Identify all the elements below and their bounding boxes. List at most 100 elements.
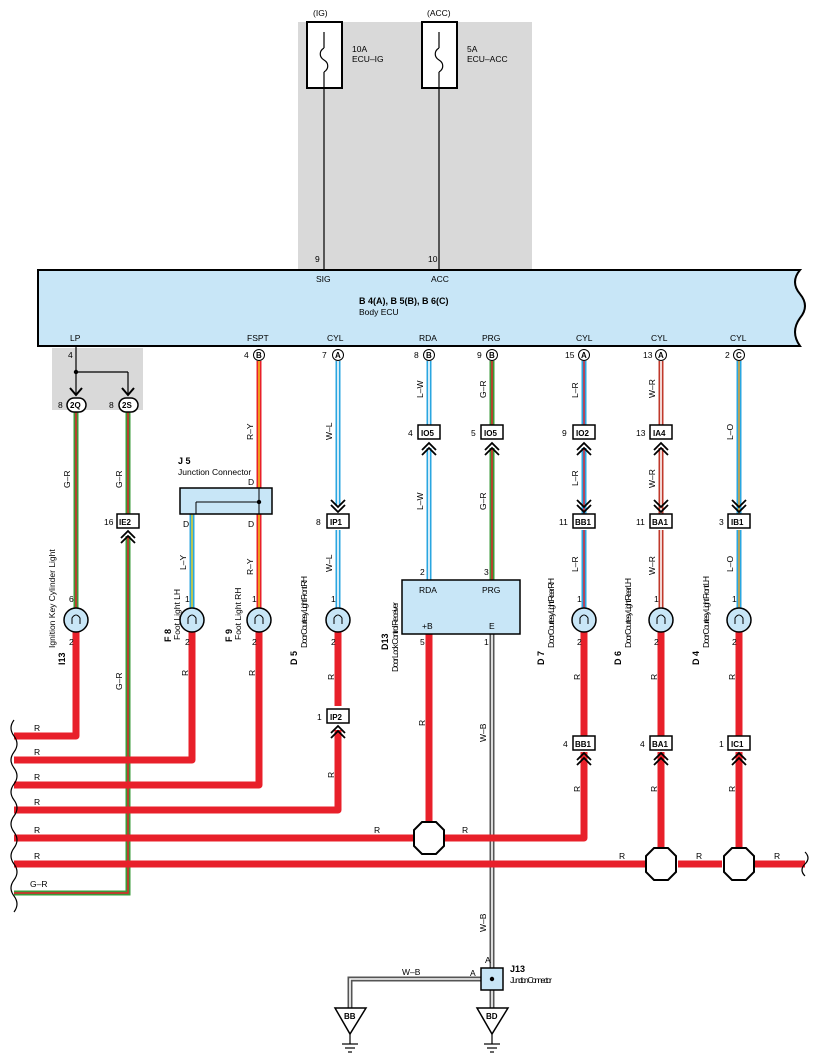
junction-id: J13: [510, 964, 525, 974]
connector-io2: IO2 9: [562, 424, 596, 456]
junction-pin: D: [248, 519, 254, 529]
connector-id: IE2: [119, 518, 132, 527]
pin-number: 13: [643, 350, 653, 360]
wire-label: R: [619, 851, 625, 861]
connector-pin: 16: [104, 517, 114, 527]
pin-number: 4: [244, 350, 249, 360]
door-lock-control-receiver: 2 3 RDA PRG +B E 5 1 D13 Door Lock Contr…: [380, 567, 521, 672]
ecu-signal-acc: ACC: [431, 274, 449, 284]
wire-label: W–R: [647, 469, 657, 488]
lamp-foot-light-rh: 1 2 F 9 Foot Light RH: [224, 588, 272, 647]
lamp-filament-icon: [333, 614, 343, 624]
junction-pin: A: [485, 955, 491, 965]
wire-label: R: [326, 674, 336, 680]
ecu-terminal-signal: LP: [70, 333, 81, 343]
receiver-signal: +B: [422, 621, 433, 631]
lamp-pin-top: 6: [69, 594, 74, 604]
wire-label: W–B: [478, 913, 488, 932]
lamp-pin-top: 1: [185, 594, 190, 604]
connector-pin: 1: [719, 739, 724, 749]
wire-label: R: [247, 670, 257, 676]
lamp-door-courtesy-rear-lh: 1 2 D 6 Door Courtesy Light Rear LH: [613, 578, 674, 665]
connector-pin: 11: [559, 517, 568, 527]
wire-label: L–O: [725, 424, 735, 440]
connector-pin: 1: [317, 712, 322, 722]
wires: [14, 361, 805, 1008]
connector-ba1-upper: BA1 11: [636, 499, 673, 529]
ecu-terminal-signal: CYL: [327, 333, 344, 343]
wire-label: R: [649, 674, 659, 680]
lamp-id: D 5: [289, 651, 299, 665]
connector-2s: 2S 8: [109, 397, 139, 413]
connector-pin: 4: [408, 428, 413, 438]
junction-pin: A: [470, 968, 476, 978]
wire-label: W–R: [647, 556, 657, 575]
wire-label: R: [727, 674, 737, 680]
wire-label: R–Y: [245, 558, 255, 575]
splice-points: [413, 821, 755, 881]
lamp-filament-icon: [254, 614, 264, 624]
wire-label: W–R: [647, 379, 657, 398]
pin-number: 4: [68, 350, 73, 360]
connector-id: IO2: [576, 429, 589, 438]
ecu-terminal-signal: CYL: [730, 333, 747, 343]
fuse-source-label: (ACC): [427, 8, 451, 18]
lamp-pin-bottom: 2: [654, 637, 659, 647]
receiver-name: Door Lock Control Receiver: [390, 602, 400, 672]
inline-connectors: 2Q 8 2S 8 IE2 16 IP1 8 IO5 4: [58, 397, 751, 766]
connector-id: IB1: [731, 518, 744, 527]
ecu-terminal-pins: 4 4 B 7 A 8 B 9 B 15 A 13 A 2 C: [68, 349, 745, 361]
lamp-id: F 8: [163, 629, 173, 642]
wire-label: G–R: [478, 381, 488, 398]
lamp-pin-bottom: 2: [185, 637, 190, 647]
lamp-door-courtesy-front-lh: 1 2 D 4 Door Courtesy Light Front LH: [691, 576, 752, 665]
ground-bd: BD: [475, 1007, 510, 1053]
wire-label: G–R: [114, 673, 124, 690]
wire-label: R: [572, 674, 582, 680]
wire-labels: G–R G–R R–Y R–Y L–Y W–L W–L L–W L–W G–R …: [30, 379, 780, 977]
right-wire-break: [801, 851, 809, 877]
connector-pin: 4: [640, 739, 645, 749]
fuse-name: ECU–ACC: [467, 54, 508, 64]
wire-label: R: [34, 723, 40, 733]
lamp-id: D 7: [536, 651, 546, 665]
wire-label: L–Y: [178, 555, 188, 570]
receiver-signal: RDA: [419, 585, 437, 595]
wire-label: R: [34, 772, 40, 782]
connector-pin: 9: [562, 428, 567, 438]
connector-id: IA4: [653, 429, 666, 438]
connector-pin: 5: [471, 428, 476, 438]
connector-letter: A: [581, 351, 587, 360]
connector-pin: 8: [316, 517, 321, 527]
lamp-name: Door Courtesy Light Rear RH: [546, 578, 556, 648]
lamp-id: D 6: [613, 651, 623, 665]
wire-label: L–W: [415, 493, 425, 510]
lamp-pin-bottom: 2: [577, 637, 582, 647]
lamp-name: Foot Light RH: [233, 588, 243, 640]
lamp-name: Door Courtesy Light Front LH: [701, 576, 711, 648]
connector-letter: A: [658, 351, 664, 360]
fuse-name: ECU–IG: [352, 54, 384, 64]
left-wire-break: [10, 719, 18, 913]
ecu-terminal-signal: CYL: [651, 333, 668, 343]
ecu-terminal-signal: RDA: [419, 333, 437, 343]
connector-ie2: IE2 16: [104, 513, 140, 544]
lamp-pin-bottom: 2: [732, 637, 737, 647]
connector-letter: B: [489, 351, 495, 360]
connector-id: IO5: [484, 429, 497, 438]
fuse-rating: 5A: [467, 44, 478, 54]
receiver-signal: E: [489, 621, 495, 631]
connector-id: IO5: [421, 429, 434, 438]
fuse-ecu-ig: (IG) 10A ECU–IG 9: [306, 8, 384, 270]
wire-label: G–R: [478, 493, 488, 510]
pin-number: 9: [477, 350, 482, 360]
fuse-rating: 10A: [352, 44, 367, 54]
junction-pin: D: [248, 477, 254, 487]
ecu-pin-number: 9: [315, 254, 320, 264]
fuse-ecu-acc: (ACC) 5A ECU–ACC 10: [421, 8, 508, 270]
connector-letter: B: [426, 351, 432, 360]
fuse-source-label: (IG): [313, 8, 328, 18]
connector-pin: 3: [719, 517, 724, 527]
wire-label: R: [34, 825, 40, 835]
